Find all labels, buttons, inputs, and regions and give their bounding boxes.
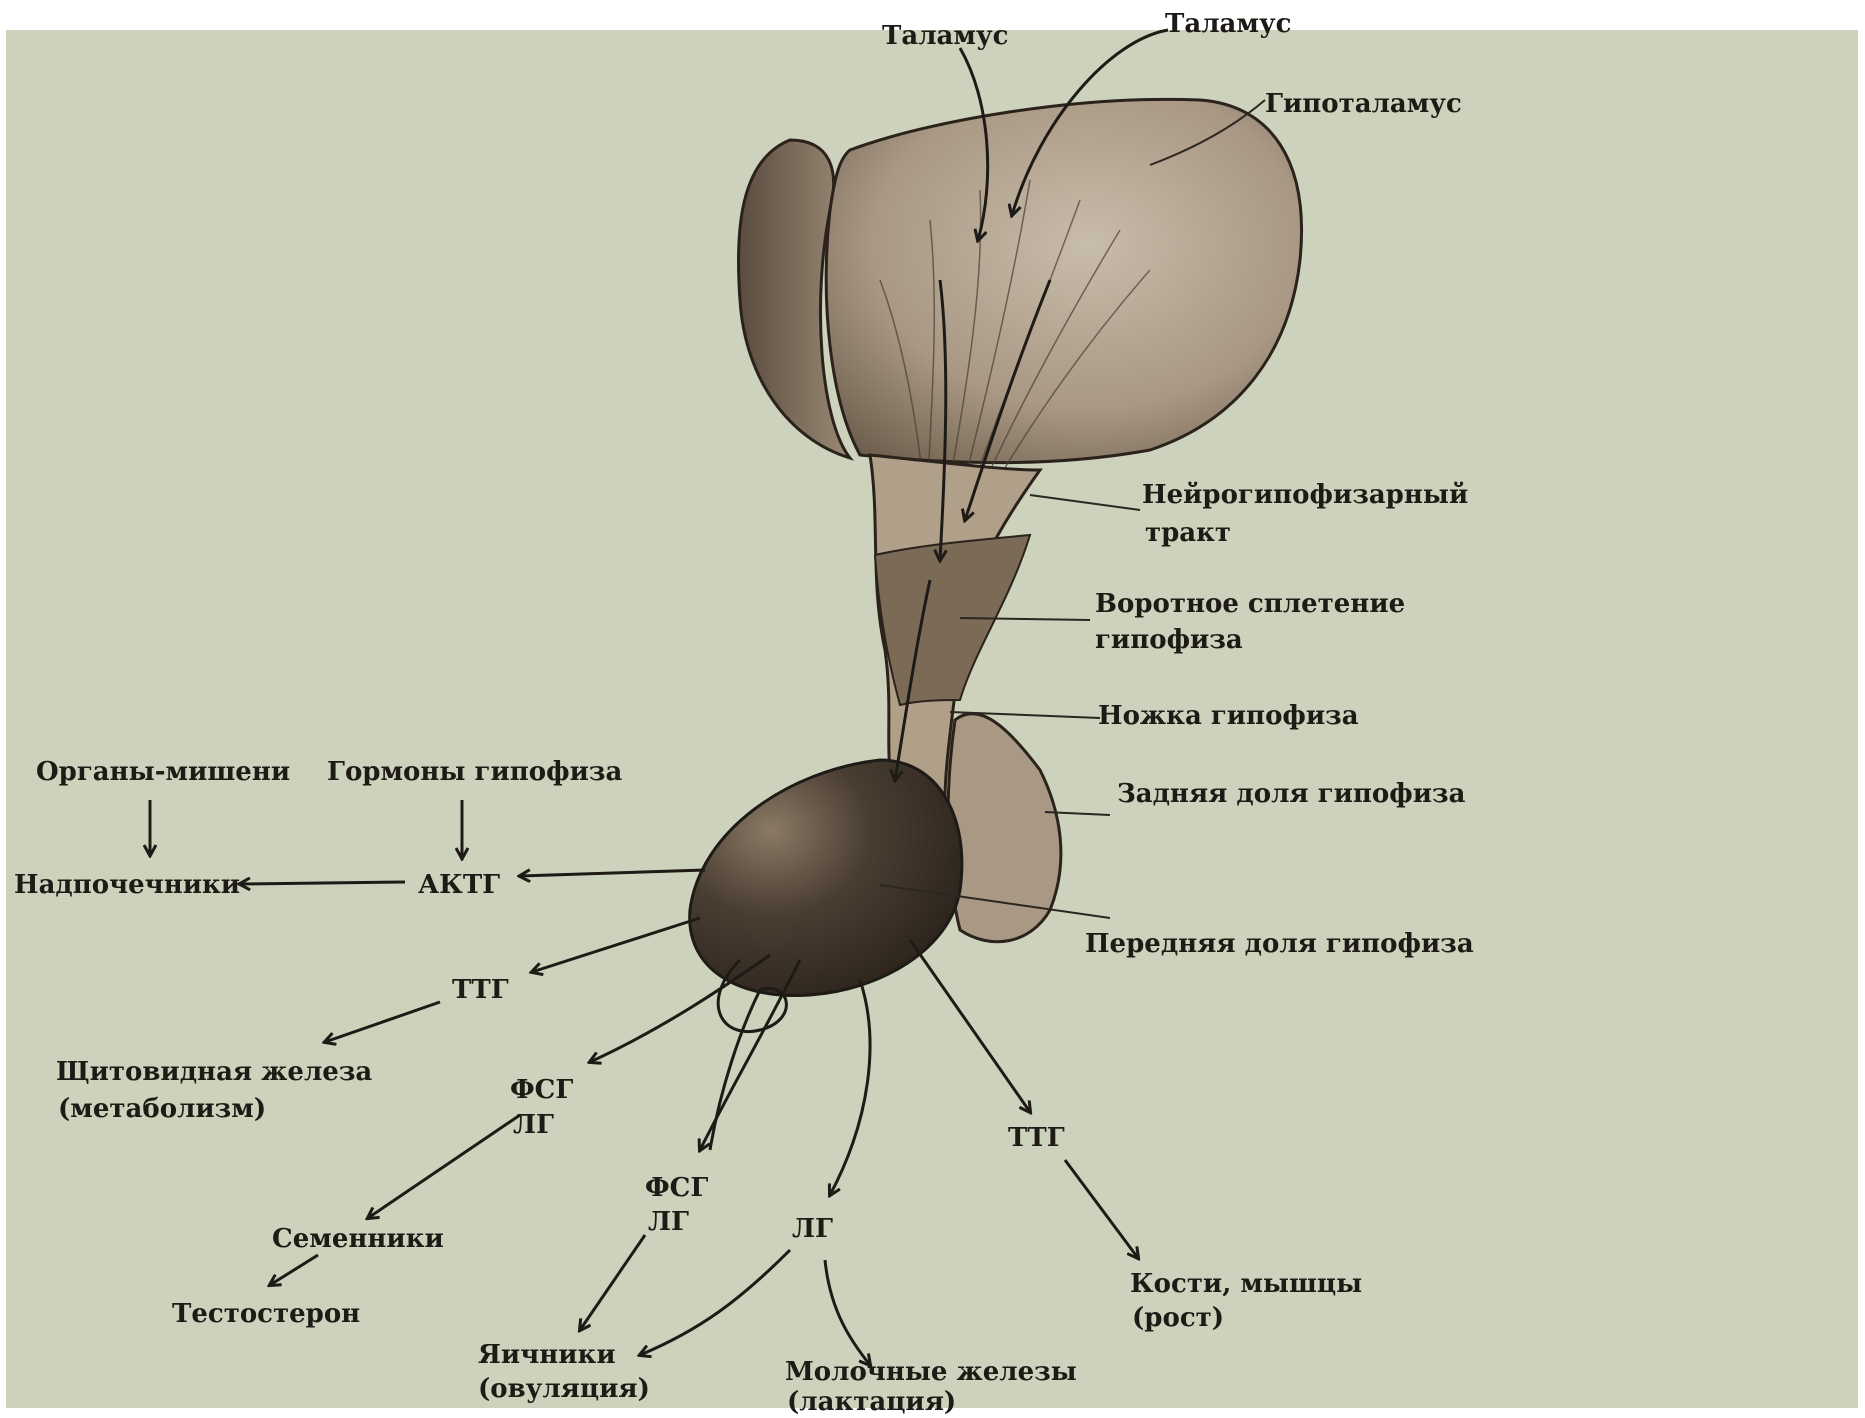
lg-label-1: ЛГ (513, 1110, 554, 1140)
thalamus-label-2: Таламус (1165, 9, 1291, 39)
thyroid-label-2: (метаболизм) (58, 1094, 266, 1124)
testes-label: Семенники (272, 1224, 444, 1254)
target-organs-label: Органы-мишени (36, 757, 290, 787)
posterior-lobe-label: Задняя доля гипофиза (1117, 779, 1466, 809)
ttg-label-1: ТТГ (452, 975, 509, 1005)
testosterone-label: Тестостерон (172, 1299, 360, 1329)
mammary-label-1: Молочные железы (785, 1357, 1077, 1387)
bones-label-1: Кости, мышцы (1130, 1269, 1362, 1299)
mammary-label-2: (лактация) (787, 1387, 956, 1417)
thalamus-label-1: Таламус (882, 21, 1008, 51)
portal-plexus-label-1: Воротное сплетение (1095, 589, 1405, 619)
lg-label-3: ЛГ (792, 1214, 833, 1244)
adrenals-arrow (240, 882, 405, 884)
neuro-tract-label-1: Нейрогипофизарный (1142, 480, 1468, 510)
anterior-lobe-label: Передняя доля гипофиза (1085, 929, 1474, 959)
lg-label-2: ЛГ (648, 1207, 689, 1237)
hypothalamus-label: Гипоталамус (1265, 89, 1462, 119)
fsg-label-2: ФСГ (645, 1173, 708, 1203)
actg-label: АКТГ (418, 870, 500, 900)
thyroid-label-1: Щитовидная железа (56, 1057, 372, 1087)
pituitary-hormones-label: Гормоны гипофиза (327, 757, 622, 787)
ovaries-label-2: (овуляция) (478, 1374, 650, 1404)
ttg-label-2: ТТГ (1008, 1123, 1065, 1153)
fsg-label-1: ФСГ (510, 1075, 573, 1105)
neuro-tract-label-2: тракт (1145, 518, 1231, 548)
adrenals-label: Надпочечники (14, 870, 240, 900)
bones-label-2: (рост) (1132, 1303, 1224, 1333)
stalk-label: Ножка гипофиза (1098, 701, 1359, 731)
portal-plexus-label-2: гипофиза (1095, 625, 1243, 655)
ovaries-label-1: Яичники (478, 1340, 616, 1370)
